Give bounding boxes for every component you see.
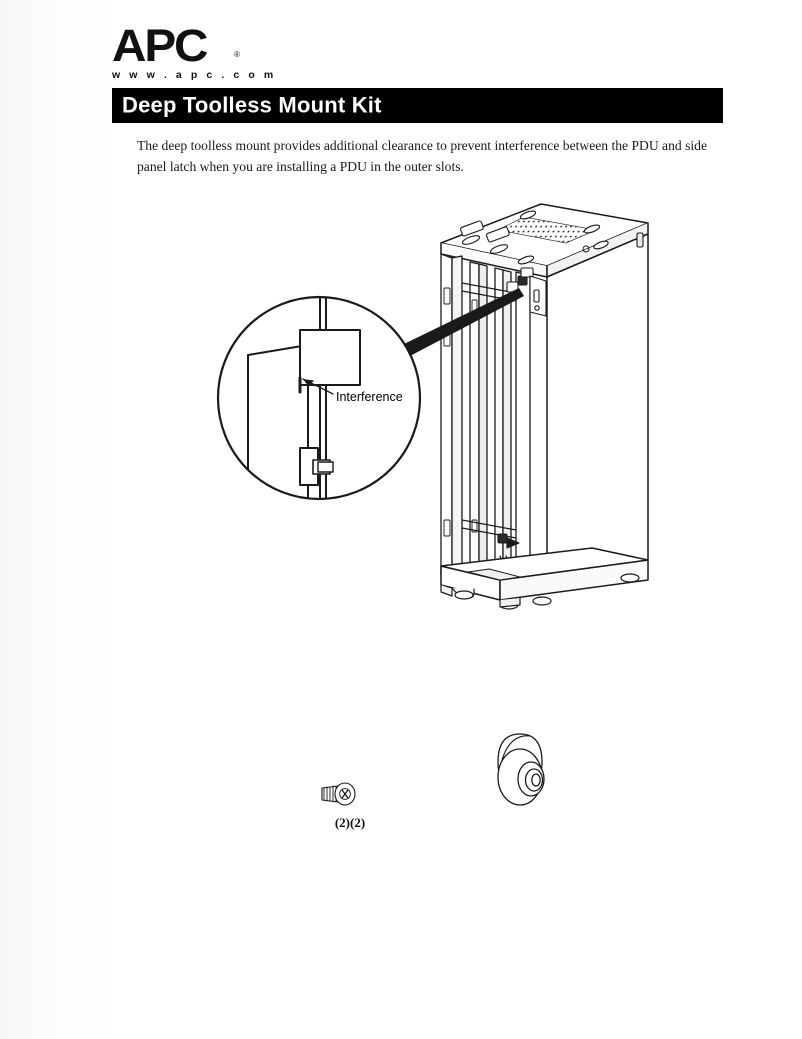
intro-paragraph: The deep toolless mount provides additio… bbox=[137, 138, 707, 174]
apc-logo-url: w w w . a p c . c o m bbox=[112, 69, 277, 81]
page-title: Deep Toolless Mount Kit bbox=[122, 91, 382, 117]
screw-quantity-label: (2)(2) bbox=[334, 815, 366, 830]
interference-callout-label: Interference bbox=[336, 390, 403, 404]
apc-logo-wordmark: APC bbox=[112, 20, 208, 71]
registered-trademark-icon: ® bbox=[234, 50, 240, 59]
apc-logo: APC ® w w w . a p c . c o m bbox=[112, 23, 277, 81]
title-banner: Deep Toolless Mount Kit bbox=[112, 88, 723, 123]
page-scan-edge bbox=[0, 0, 116, 1039]
